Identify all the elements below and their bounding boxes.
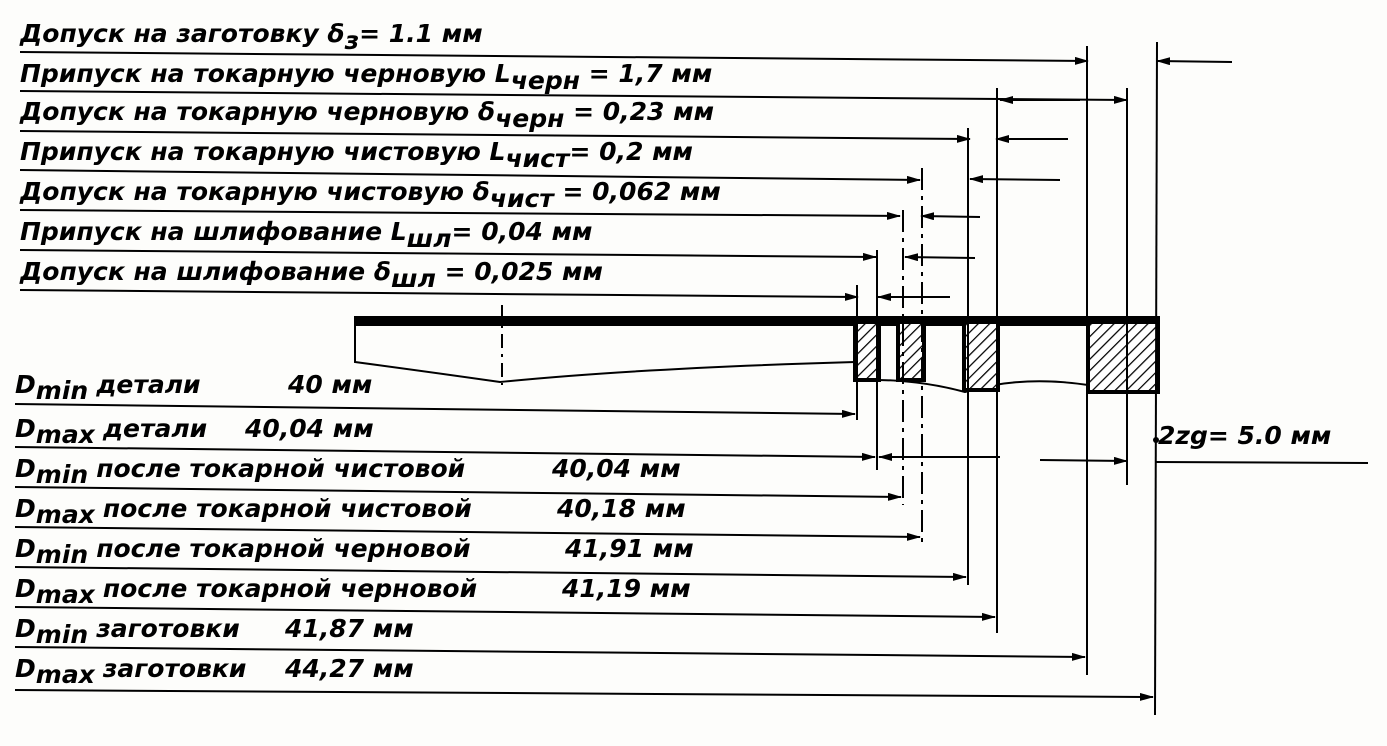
total-allowance-dot [1153, 437, 1159, 443]
bottom-leaders [14, 403, 1369, 701]
layer-rough-turning [962, 320, 1000, 392]
part-section [354, 305, 1160, 394]
leader-finish-tolerance-right [920, 212, 981, 221]
layer-grinding [853, 320, 881, 382]
leader-dmax-after-finish [14, 526, 921, 541]
leader-dmin-blank [14, 646, 1086, 661]
leader-total-allowance-right [1039, 456, 1128, 465]
part-outline [354, 316, 856, 384]
leader-grinding-allowance-right [904, 253, 976, 262]
label-finish-turning-tolerance: Допуск на токарную чистовую δчист = 0,06… [19, 177, 721, 213]
top-leaders [19, 51, 1233, 301]
leader-total-allowance-ext [1154, 461, 1369, 464]
label-rough-turning-tolerance: Допуск на токарную черновую δчерн = 0,23… [19, 97, 714, 133]
label-grinding-tolerance: Допуск на шлифование δшл = 0,025 мм [19, 257, 603, 293]
label-blank-tolerance: Допуск на заготовку δз= 1.1 мм [19, 19, 483, 55]
leader-dmax-after-rough [14, 606, 996, 621]
leader-dmin-detail [14, 403, 856, 418]
leader-dmin-after-finish [14, 486, 902, 501]
leader-rough-allowance [19, 90, 1128, 104]
label-rough-turning-allowance: Припуск на токарную черновую Lчерн = 1,7… [20, 59, 712, 95]
label-finish-turning-allowance: Припуск на токарную чистовую Lчист= 0,2 … [20, 137, 693, 173]
part-top-edge [355, 316, 1160, 326]
top-labels: Допуск на заготовку δз= 1.1 мм Припуск н… [19, 19, 721, 293]
leader-finish-allowance [19, 169, 921, 184]
layer-finish-turning [896, 320, 926, 382]
leader-blank-tolerance-left [19, 51, 1089, 65]
leader-grinding-allowance [19, 249, 877, 261]
leader-finish-allowance-right [969, 175, 1061, 184]
leader-rough-tolerance [19, 130, 971, 143]
leader-dmax-detail [14, 446, 876, 461]
label-total-allowance: 2zg= 5.0 мм [1158, 421, 1331, 450]
leader-finish-tolerance [19, 209, 901, 220]
leader-blank-tolerance-right [1156, 57, 1233, 66]
leader-dmax-blank [14, 689, 1154, 701]
boundary-lines [856, 41, 1158, 716]
layer-blank [1086, 320, 1160, 394]
label-grinding-allowance: Припуск на шлифование Lшл= 0,04 мм [20, 217, 592, 253]
boundary-dmax-blank [1154, 41, 1158, 716]
leader-grinding-tolerance [19, 289, 859, 301]
leader-dmin-after-rough [14, 566, 967, 581]
